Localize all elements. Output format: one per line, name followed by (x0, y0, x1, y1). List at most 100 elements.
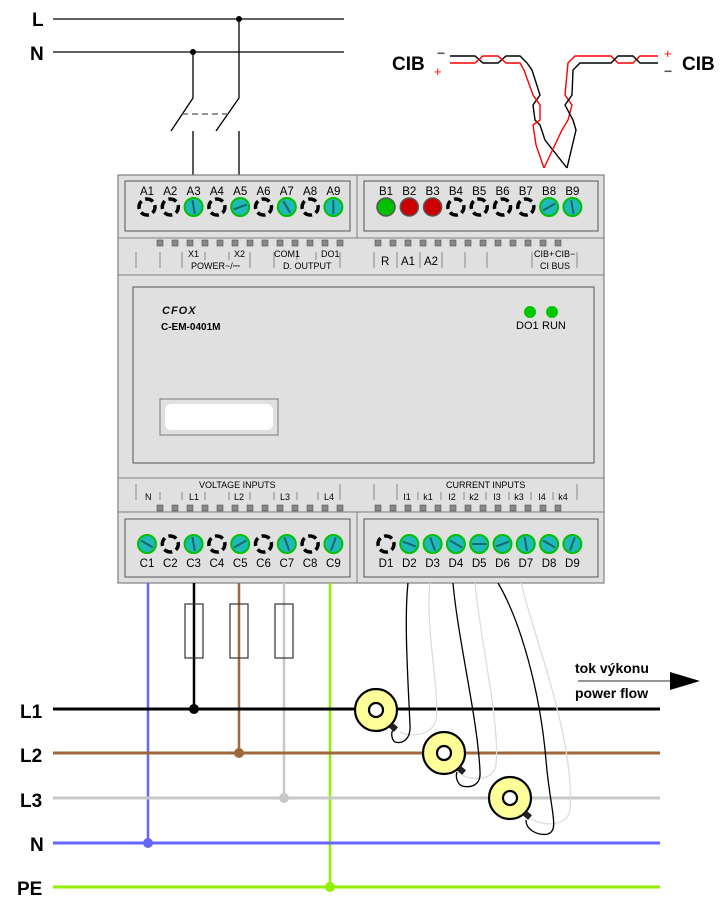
label-d-output: D. OUTPUT (283, 261, 332, 271)
pin-square (524, 239, 532, 247)
power-flow-label-cz: tok výkonu (575, 660, 649, 676)
screw-slot-icon (495, 540, 510, 548)
ct-wiring (391, 582, 572, 836)
power-flow-indicator: tok výkonu power flow (575, 660, 700, 701)
power-flow-label-en: power flow (575, 685, 648, 701)
pin-square (374, 239, 382, 247)
terminal-a9: A9 (323, 186, 344, 217)
pin-square (449, 239, 457, 247)
brand-logo: CFOX (162, 305, 197, 317)
pin-square (246, 239, 254, 247)
pin-square (201, 239, 209, 247)
junction-dot-l2 (234, 748, 244, 758)
label-r: R (381, 256, 389, 268)
terminal-label: C7 (279, 558, 294, 570)
pin-square (419, 239, 427, 247)
label-do1: DO1 (321, 249, 340, 259)
screw-slot-icon (140, 539, 154, 549)
pin-square (524, 504, 532, 512)
junction-dot-pe (325, 882, 335, 892)
terminal-label: B5 (472, 186, 486, 198)
terminal-label: B1 (379, 186, 393, 198)
terminal-d4: D4 (445, 534, 466, 570)
grid-label-l1: L1 (20, 702, 43, 723)
current-label-k4: k4 (558, 492, 568, 502)
terminal-a5: A5 (230, 186, 251, 217)
terminal-d5: D5 (469, 534, 490, 570)
terminal-a3: A3 (183, 186, 204, 217)
screw-slot-icon (233, 539, 247, 549)
pin-square (246, 504, 254, 512)
current-label-k1: k1 (423, 492, 433, 502)
pin-square (509, 239, 517, 247)
device-housing: CFOX C-EM-0401M DO1 RUN X1 X2 POWER~/⎓ C… (117, 174, 605, 584)
pin-row-bottom (156, 504, 562, 512)
led-label-run: RUN (542, 320, 566, 332)
grid-label-l3: L3 (20, 791, 42, 812)
pin-square (186, 239, 194, 247)
empty-terminal-icon (253, 534, 274, 554)
terminal-d6: D6 (492, 534, 513, 570)
terminal-led-icon (422, 197, 443, 217)
terminal-c8: C8 (300, 534, 320, 570)
pin-square (231, 504, 239, 512)
pin-square (539, 239, 547, 247)
pin-square (419, 504, 427, 512)
label-a1: A1 (401, 256, 415, 268)
empty-terminal-icon (137, 197, 157, 217)
voltage-inputs-title: VOLTAGE INPUTS (199, 480, 276, 490)
pin-square (464, 504, 472, 512)
screw-slot-icon (449, 539, 463, 549)
terminal-c5: C5 (230, 534, 251, 570)
terminal-b3: B3 (422, 186, 443, 217)
terminal-b8: B8 (539, 186, 560, 217)
terminal-label: A5 (233, 186, 247, 198)
screw-slot-icon (191, 199, 196, 215)
screw-slot-icon (542, 539, 556, 549)
terminal-label: C4 (210, 558, 225, 570)
empty-terminal-icon (160, 534, 181, 554)
terminal-label: C1 (140, 558, 155, 570)
terminal-c9: C9 (323, 534, 344, 570)
label-window-blank (165, 404, 273, 430)
pin-square (216, 239, 224, 247)
pin-square (171, 239, 179, 247)
led-label-do1: DO1 (516, 320, 539, 332)
fuse-l2 (229, 603, 249, 659)
pin-square (509, 504, 517, 512)
terminal-b6: B6 (492, 186, 513, 217)
terminal-label: B9 (565, 186, 579, 198)
current-transformers (353, 687, 533, 821)
terminal-a1: A1 (137, 186, 157, 217)
terminal-a2: A2 (160, 186, 181, 217)
label-cib-plus: CIB+ (534, 249, 554, 259)
cib-right-wire-negative (564, 55, 658, 169)
double-pole-breaker (170, 19, 240, 175)
empty-terminal-icon (300, 197, 320, 217)
terminal-c1: C1 (137, 534, 157, 570)
empty-terminal-icon (469, 197, 489, 217)
terminal-c6: C6 (253, 534, 274, 570)
terminal-label: C9 (326, 558, 341, 570)
supply-label-n: N (30, 44, 44, 65)
screw-slot-icon (570, 199, 575, 215)
pin-square (554, 239, 562, 247)
terminal-d7: D7 (515, 534, 536, 570)
pin-square (261, 239, 269, 247)
pin-square (479, 504, 487, 512)
terminal-b5: B5 (469, 186, 489, 217)
terminal-label: B8 (542, 186, 556, 198)
terminal-label: D3 (425, 558, 440, 570)
label-strip-top-left (135, 252, 341, 268)
pin-square (276, 239, 284, 247)
terminal-c4: C4 (207, 534, 227, 570)
empty-terminal-icon (446, 197, 466, 217)
pin-square (389, 239, 397, 247)
pin-square (434, 504, 442, 512)
terminal-label: A4 (210, 186, 225, 198)
pin-square (306, 239, 314, 247)
grid-label-l2: L2 (20, 746, 42, 767)
